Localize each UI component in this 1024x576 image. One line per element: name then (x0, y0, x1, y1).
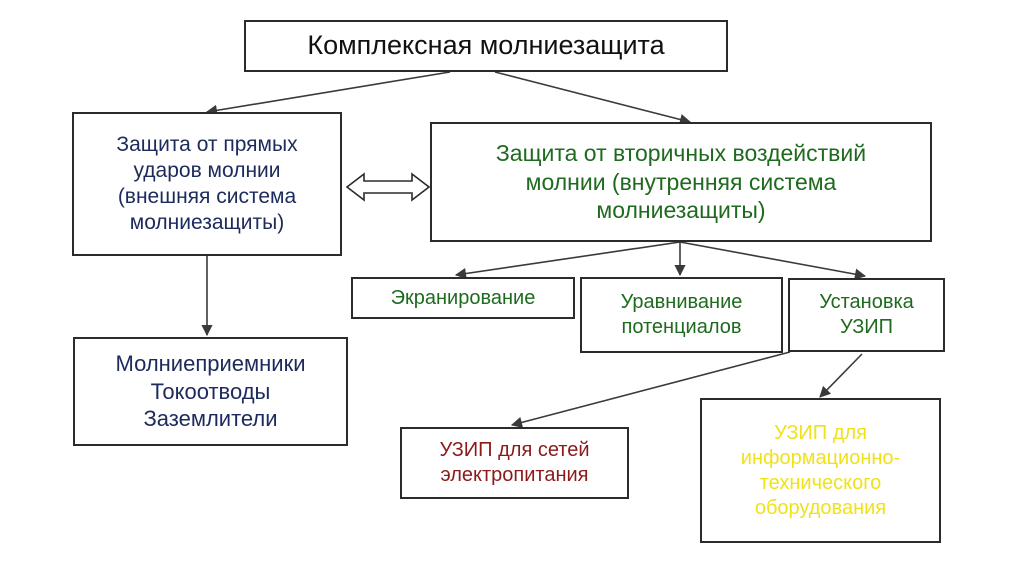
uzip-info-node: УЗИП для информационно- технического обо… (700, 398, 941, 543)
arrow-uzip-to-info (819, 353, 863, 398)
components-label: Молниеприемники Токоотводы Заземлители (115, 351, 306, 432)
equalization-node: Уравнивание потенциалов (580, 277, 783, 353)
uzip-power-node: УЗИП для сетей электропитания (400, 427, 629, 499)
arrow-root-to-direct (205, 71, 451, 116)
bidirectional-arrow (345, 172, 431, 202)
arrow-root-to-secondary (494, 71, 692, 125)
uzip-label: Установка УЗИП (819, 291, 914, 338)
uzip-power-label: УЗИП для сетей электропитания (439, 439, 590, 486)
direct-protection-label: Защита от прямых ударов молнии (внешняя … (116, 132, 298, 235)
components-node: Молниеприемники Токоотводы Заземлители (73, 337, 348, 446)
arrow-secondary-to-shielding (454, 241, 681, 280)
secondary-protection-label: Защита от вторичных воздействий молнии (… (495, 139, 867, 224)
root-node-label: Комплексная молниезащита (307, 30, 665, 61)
secondary-protection-node: Защита от вторичных воздействий молнии (… (430, 122, 932, 242)
arrow-uzip-to-power (510, 351, 791, 428)
root-node: Комплексная молниезащита (244, 20, 728, 72)
shielding-node: Экранирование (351, 277, 575, 319)
shielding-label: Экранирование (390, 286, 536, 309)
uzip-node: Установка УЗИП (788, 278, 945, 352)
direct-protection-node: Защита от прямых ударов молнии (внешняя … (72, 112, 342, 256)
equalization-label: Уравнивание потенциалов (620, 291, 743, 338)
uzip-info-label: УЗИП для информационно- технического обо… (740, 421, 901, 519)
arrow-secondary-to-uzip (679, 241, 867, 280)
